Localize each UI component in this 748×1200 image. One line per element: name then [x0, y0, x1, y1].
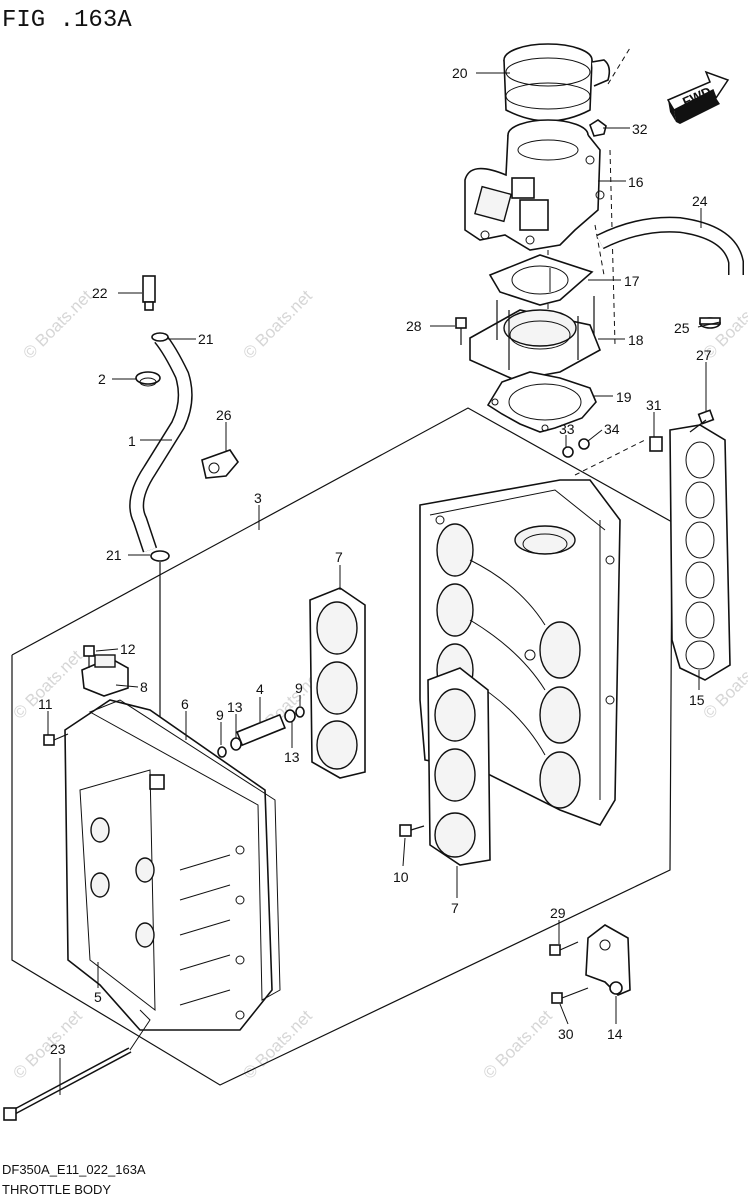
callout-32: 32 — [632, 121, 648, 137]
callout-25: 25 — [674, 320, 690, 336]
callout-3: 3 — [254, 490, 262, 506]
sensor-8 — [81, 654, 129, 697]
callout-27: 27 — [696, 347, 712, 363]
callout-17: 17 — [624, 273, 640, 289]
callout-7: 7 — [335, 549, 343, 565]
figure-subtitle: THROTTLE BODY — [2, 1182, 111, 1197]
watermark: © Boats.net — [239, 286, 316, 363]
fwd-arrow-icon: FWD — [666, 70, 730, 124]
washer-34 — [578, 438, 590, 450]
bolt-11 — [43, 733, 69, 746]
callout-14: 14 — [607, 1026, 623, 1042]
callout-9: 9 — [216, 707, 224, 723]
callout-33: 33 — [559, 421, 575, 437]
callout-1: 1 — [128, 433, 136, 449]
gasket-7-right — [427, 667, 491, 866]
bolt-29 — [549, 941, 579, 956]
callout-21: 21 — [198, 331, 214, 347]
watermark: © Boats.net — [19, 286, 96, 363]
callout-9: 9 — [295, 680, 303, 696]
screw-12 — [83, 645, 95, 668]
assembly-frame — [11, 407, 673, 1086]
callout-6: 6 — [181, 696, 189, 712]
clamp-21-lower — [150, 550, 170, 562]
figure-code: DF350A_E11_022_163A — [2, 1162, 146, 1177]
callout-7: 7 — [451, 900, 459, 916]
bolt-30 — [551, 987, 589, 1004]
bolt-23 — [3, 1047, 132, 1121]
callout-18: 18 — [628, 332, 644, 348]
bolt-10 — [399, 824, 425, 837]
gasket-19 — [486, 371, 597, 433]
o-ring-9-left — [217, 746, 227, 758]
callout-30: 30 — [558, 1026, 574, 1042]
callout-22: 22 — [92, 285, 108, 301]
nut-33 — [562, 446, 574, 458]
watermark: © Boats.net — [479, 1006, 556, 1083]
callout-12: 12 — [120, 641, 136, 657]
clip-26 — [201, 449, 240, 479]
watermark: © Boats.net — [9, 1006, 86, 1083]
leader-lines — [47, 72, 721, 1095]
bolt-27 — [689, 409, 715, 433]
valve-22 — [142, 275, 156, 311]
gasket-7-center — [309, 587, 366, 779]
callout-24: 24 — [692, 193, 708, 209]
gasket-17 — [488, 254, 594, 306]
pin-31 — [649, 436, 663, 452]
callout-13: 13 — [227, 699, 243, 715]
callout-23: 23 — [50, 1041, 66, 1057]
hose-24 — [596, 216, 744, 275]
o-ring-9-right — [295, 706, 305, 718]
callout-28: 28 — [406, 318, 422, 334]
o-ring-13-left — [230, 737, 242, 751]
callout-13: 13 — [284, 749, 300, 765]
callout-19: 19 — [616, 389, 632, 405]
spacer-18 — [469, 296, 602, 381]
gasket-15 — [669, 424, 731, 681]
callout-21: 21 — [106, 547, 122, 563]
callout-labels: 20 32 16 24 17 22 21 28 18 25 2 19 27 26… — [38, 65, 712, 1057]
callout-34: 34 — [604, 421, 620, 437]
bracket-14 — [585, 924, 631, 996]
bolt-28 — [455, 317, 467, 345]
callout-8: 8 — [140, 679, 148, 695]
grommet-2 — [135, 371, 161, 387]
throttle-body — [464, 43, 611, 251]
figure-title: FIG .163A — [2, 7, 132, 34]
gasket-6 — [88, 699, 281, 1001]
callout-16: 16 — [628, 174, 644, 190]
callout-20: 20 — [452, 65, 468, 81]
callout-5: 5 — [94, 989, 102, 1005]
callout-15: 15 — [689, 692, 705, 708]
callout-31: 31 — [646, 397, 662, 413]
hose-1 — [129, 333, 193, 553]
callout-29: 29 — [550, 905, 566, 921]
callout-26: 26 — [216, 407, 232, 423]
callout-4: 4 — [256, 681, 264, 697]
callout-10: 10 — [393, 869, 409, 885]
o-ring-13-right — [284, 709, 296, 723]
clamp-21-top — [151, 332, 169, 342]
callout-11: 11 — [38, 696, 53, 712]
callout-2: 2 — [98, 371, 106, 387]
pipe-4 — [236, 713, 286, 747]
surge-tank-5 — [64, 699, 273, 1031]
